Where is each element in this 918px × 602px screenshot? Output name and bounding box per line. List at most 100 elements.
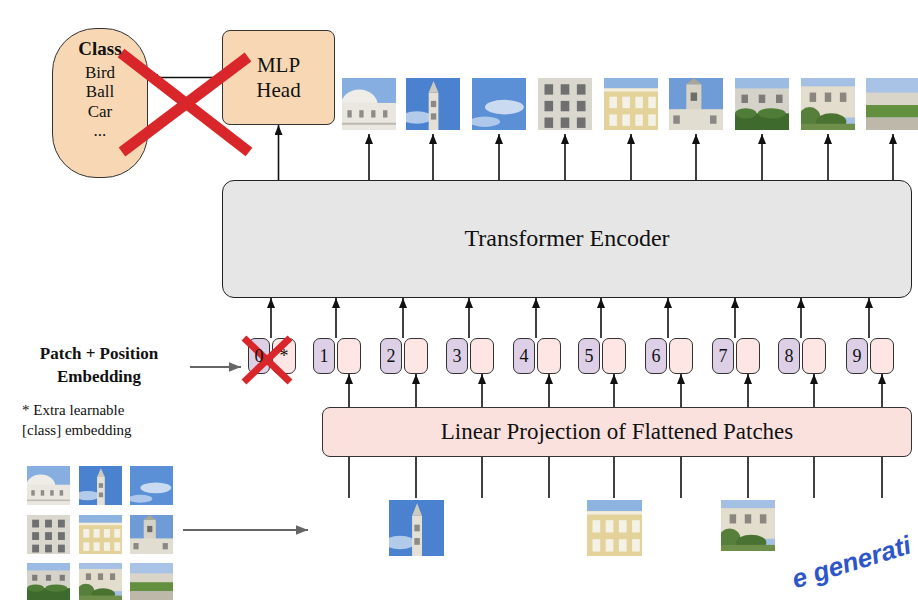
input-patch-grid-part [26, 466, 70, 505]
patch-token: 0* [248, 338, 296, 374]
flow-arrow [881, 374, 883, 407]
patch-input-arrow [183, 529, 308, 531]
node-title: Linear Projection of Flattened Patches [441, 419, 794, 445]
position-number-box: 8 [778, 338, 800, 374]
position-number: 0 [255, 347, 264, 365]
watermark: e generati [789, 531, 915, 594]
position-number-box: 9 [846, 338, 868, 374]
output-patches-part [866, 78, 918, 130]
node-title: MLP Head [256, 53, 300, 101]
flow-arrow [335, 298, 337, 338]
flow-arrow [868, 298, 870, 338]
red-cross [244, 338, 290, 382]
flow-arrow [535, 298, 537, 338]
patch-token: 1 [313, 338, 361, 374]
red-cross-part [121, 53, 249, 152]
input-patch-grid-part [128, 466, 173, 505]
position-number-box: 0 [248, 338, 270, 374]
flow-arrow [734, 298, 736, 338]
output-arrows-part [892, 134, 894, 180]
input-patch-grid-part [27, 515, 70, 554]
red-cross [121, 53, 249, 152]
patch-token: 4 [513, 338, 561, 374]
flow-arrow [613, 374, 615, 407]
flow-arrow [468, 298, 470, 338]
position-number: 9 [853, 347, 862, 365]
embedding-pointer-arrow [190, 366, 241, 368]
flow-arrow [415, 374, 417, 407]
visible-input-patches-part [385, 500, 444, 556]
position-number-box: 7 [712, 338, 734, 374]
class-embedding-note: * Extra learnable [class] embedding [22, 401, 154, 440]
label-text: Patch + Position Embedding [40, 344, 158, 386]
red-cross-part [122, 57, 248, 152]
position-number-box: 6 [645, 338, 667, 374]
patch-embedding-box: * [272, 338, 296, 374]
patch-token: 9 [846, 338, 894, 374]
patch-feed-lines-part [613, 457, 615, 498]
patch-feed-lines-part [881, 457, 883, 498]
class-output-box: ClassBird Ball Car ... [52, 28, 148, 178]
output-patches-part [735, 78, 789, 130]
flow-arrow [278, 125, 280, 180]
patch-token: 5 [578, 338, 626, 374]
node-title: Transformer Encoder [464, 225, 669, 253]
position-number-box: 1 [313, 338, 335, 374]
position-number: 5 [585, 347, 594, 365]
output-patches [341, 78, 918, 130]
patch-embedding-box [602, 338, 626, 374]
flow-arrow [481, 374, 483, 407]
patch-feed-lines-part [348, 457, 350, 498]
patch-feed-lines-part [680, 457, 682, 498]
position-number: 4 [520, 347, 529, 365]
patch-embedding-box [470, 338, 494, 374]
node-title: Class [78, 38, 121, 60]
patch-embedding-box [669, 338, 693, 374]
output-patches-part [402, 78, 460, 130]
flow-arrow [800, 298, 802, 338]
flow-arrow [270, 298, 272, 338]
patch-feed-lines-part [415, 457, 417, 498]
patch-feed-lines-part [548, 457, 550, 498]
position-number: 8 [785, 347, 794, 365]
flow-arrow [548, 374, 550, 407]
linear-projection-box: Linear Projection of Flattened Patches [322, 407, 912, 457]
input-patch-grid-part [76, 466, 122, 505]
output-arrows-part [498, 134, 500, 180]
red-cross-part [244, 338, 290, 382]
visible-input-patches-part [719, 500, 775, 551]
patch-feed-lines [349, 457, 882, 498]
flow-arrow [813, 374, 815, 407]
visible-input-patches [385, 500, 775, 556]
output-arrows-part [827, 134, 829, 180]
output-arrows-part [630, 134, 632, 180]
output-patches-part [341, 78, 396, 130]
patch-token: 7 [712, 338, 760, 374]
mlp-head-box: MLP Head [222, 30, 335, 125]
input-patch-grid-part [130, 563, 173, 600]
output-patches-part [538, 78, 592, 130]
patch-feed-lines-part [747, 457, 749, 498]
embedding-mark: * [280, 347, 289, 365]
patch-embedding-box [537, 338, 561, 374]
output-arrows [369, 134, 893, 180]
output-arrows-part [432, 134, 434, 180]
flow-arrow [402, 298, 404, 338]
position-number-box: 2 [380, 338, 402, 374]
output-patches-part [669, 78, 723, 130]
position-number-box: 5 [578, 338, 600, 374]
patch-embedding-box [404, 338, 428, 374]
patch-token: 3 [446, 338, 494, 374]
output-arrows-part [564, 134, 566, 180]
patch-feed-lines-part [481, 457, 483, 498]
flow-arrow [348, 374, 350, 407]
flow-arrow [600, 298, 602, 338]
position-number: 3 [453, 347, 462, 365]
position-number: 7 [719, 347, 728, 365]
input-patch-grid [26, 466, 173, 600]
position-number: 2 [387, 347, 396, 365]
flow-arrow [680, 374, 682, 407]
output-arrows-part [695, 134, 697, 180]
transformer-encoder-box: Transformer Encoder [222, 180, 912, 298]
